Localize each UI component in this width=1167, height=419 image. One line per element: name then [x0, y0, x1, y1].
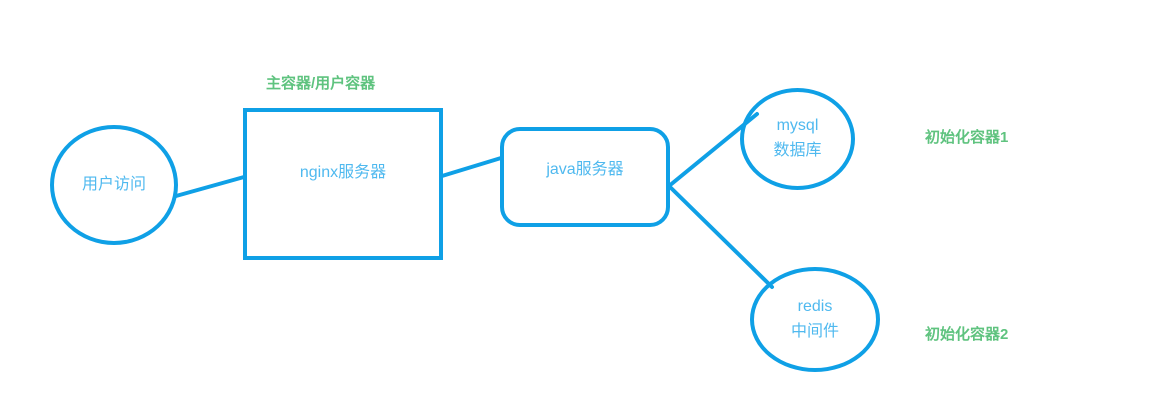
node-label-user-access: 用户访问	[82, 173, 146, 198]
init-container-2-caption: 初始化容器2	[925, 326, 1009, 343]
init-container-1-caption: 初始化容器1	[925, 129, 1009, 146]
edge-user-to-nginx	[174, 175, 246, 198]
node-label-nginx-server: nginx服务器	[300, 161, 386, 186]
edge-java-to-redis	[667, 184, 774, 289]
node-label-line-0: mysql	[776, 117, 819, 135]
node-label-line-1: 数据库	[773, 142, 822, 159]
node-mysql-database[interactable]: mysql 数据库	[740, 88, 855, 190]
edge-nginx-to-java	[440, 156, 503, 178]
node-redis-middleware[interactable]: redis 中间件	[750, 267, 880, 372]
node-label-line-1: 中间件	[790, 322, 839, 340]
node-label-line-0: redis	[797, 297, 833, 315]
node-label-line-0: 用户访问	[81, 175, 146, 193]
main-container-caption: 主容器/用户容器	[266, 75, 376, 92]
node-label-redis-middleware: redis 中间件	[791, 295, 839, 345]
node-label-java-server: java服务器	[546, 158, 623, 183]
node-label-line-0: nginx服务器	[299, 163, 387, 181]
node-user-access[interactable]: 用户访问	[50, 125, 178, 245]
node-java-server[interactable]: java服务器	[500, 127, 670, 227]
node-nginx-server[interactable]: nginx服务器	[243, 108, 443, 260]
node-label-line-0: java服务器	[546, 160, 624, 178]
node-label-mysql-database: mysql 数据库	[773, 114, 821, 164]
